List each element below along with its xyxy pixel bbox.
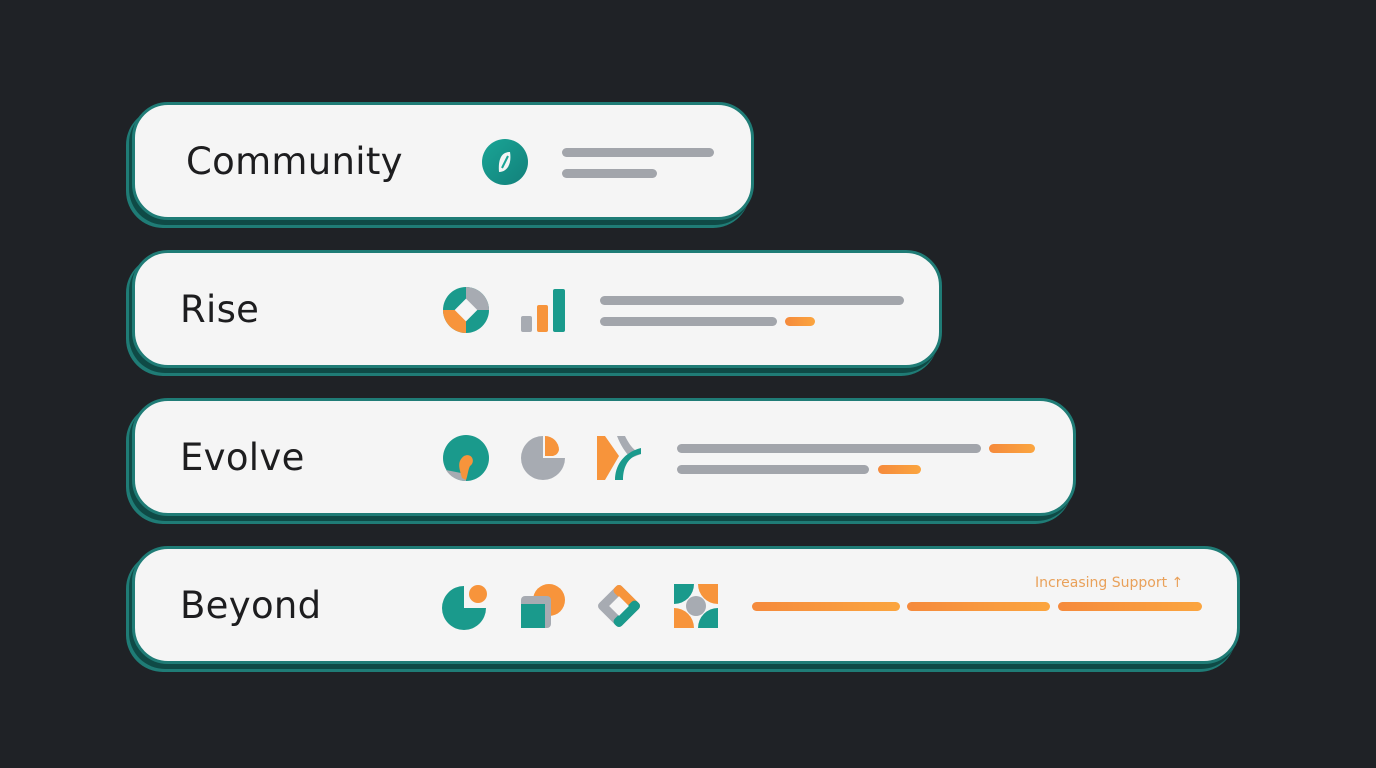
line-bar — [600, 296, 904, 305]
line-bar — [677, 465, 869, 474]
card-beyond: Beyond Increas — [132, 546, 1240, 664]
line-bar-accent — [989, 444, 1035, 453]
pie-dot-icon — [442, 582, 490, 630]
quad-grid-icon — [672, 582, 720, 630]
card-label: Beyond — [180, 584, 322, 627]
pie-slice-icon — [519, 434, 567, 482]
diamond-ring-icon — [442, 286, 490, 334]
line-bar-accent — [785, 317, 815, 326]
leaf-circle-icon — [481, 138, 529, 186]
diamond-frame-icon — [595, 582, 643, 630]
card-label: Evolve — [180, 436, 305, 479]
drop-circle-icon — [442, 434, 490, 482]
progress-segment — [907, 602, 1050, 611]
line-bar-accent — [878, 465, 921, 474]
line-bar — [677, 444, 981, 453]
card-label: Community — [186, 140, 403, 183]
overlap-square-icon — [519, 582, 567, 630]
card-rise: Rise — [132, 250, 942, 368]
line-bar — [562, 169, 657, 178]
card-label: Rise — [180, 288, 260, 331]
line-bar — [562, 148, 714, 157]
progress-segment — [1058, 602, 1202, 611]
bar-chart-icon — [519, 286, 567, 334]
card-community: Community — [132, 102, 754, 220]
chevron-arrow-icon — [595, 434, 643, 482]
line-bar — [600, 317, 777, 326]
increasing-support-label: Increasing Support ↑ — [1035, 575, 1184, 591]
progress-segment — [752, 602, 900, 611]
card-evolve: Evolve — [132, 398, 1076, 516]
